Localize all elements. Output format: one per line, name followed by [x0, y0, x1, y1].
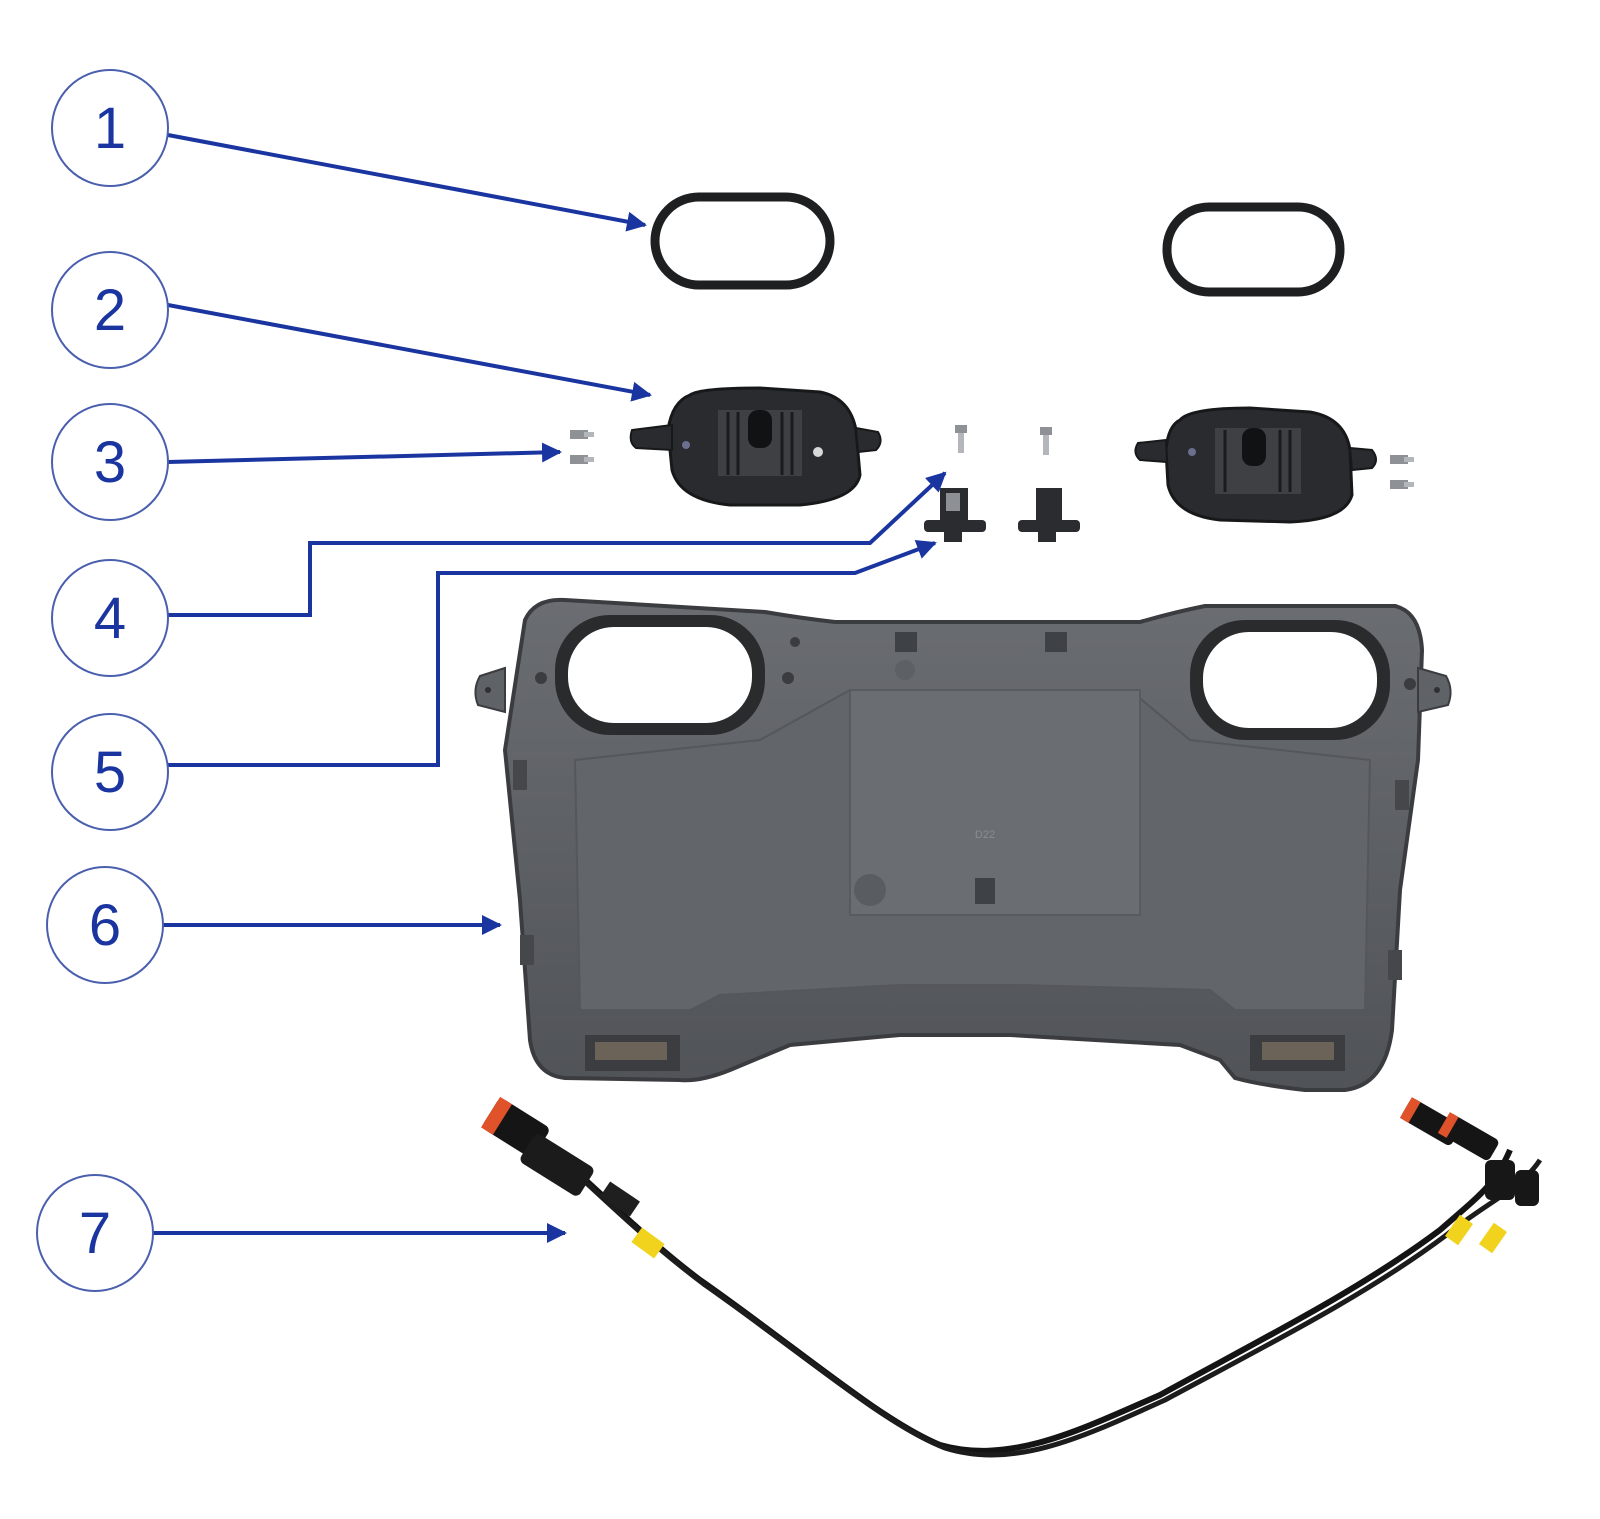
leader-line-3: [167, 442, 562, 464]
callout-number: 7: [79, 1201, 111, 1266]
leader-line-2: [167, 303, 652, 402]
callout-6: 6: [46, 866, 164, 984]
screw-icon: [570, 425, 1414, 489]
callout-number: 6: [89, 893, 121, 958]
callouts: 1 2 3 4 5 6 7: [36, 69, 169, 1292]
callout-3: 3: [51, 403, 169, 521]
callout-number: 4: [94, 586, 126, 651]
leader-lines: [153, 133, 947, 1243]
leader-line-4: [168, 471, 947, 617]
callout-1: 1: [51, 69, 169, 187]
housing-icon: D22: [474, 597, 1452, 1092]
callout-number: 2: [94, 278, 126, 343]
mounting-clip-icon: [924, 488, 1080, 542]
callout-number: 5: [94, 740, 126, 805]
housing-marking-text: D22: [975, 829, 995, 841]
leader-line-1: [167, 133, 647, 232]
wiring-harness-icon: [481, 1096, 1543, 1458]
callout-2: 2: [51, 251, 169, 369]
gasket-icon: [650, 192, 1345, 297]
callout-number: 1: [94, 96, 126, 161]
callout-7: 7: [36, 1174, 154, 1292]
callout-5: 5: [51, 713, 169, 831]
callout-4: 4: [51, 559, 169, 677]
leader-line-5: [168, 539, 937, 767]
callout-number: 3: [94, 430, 126, 495]
light-module-icon: [629, 386, 1377, 524]
